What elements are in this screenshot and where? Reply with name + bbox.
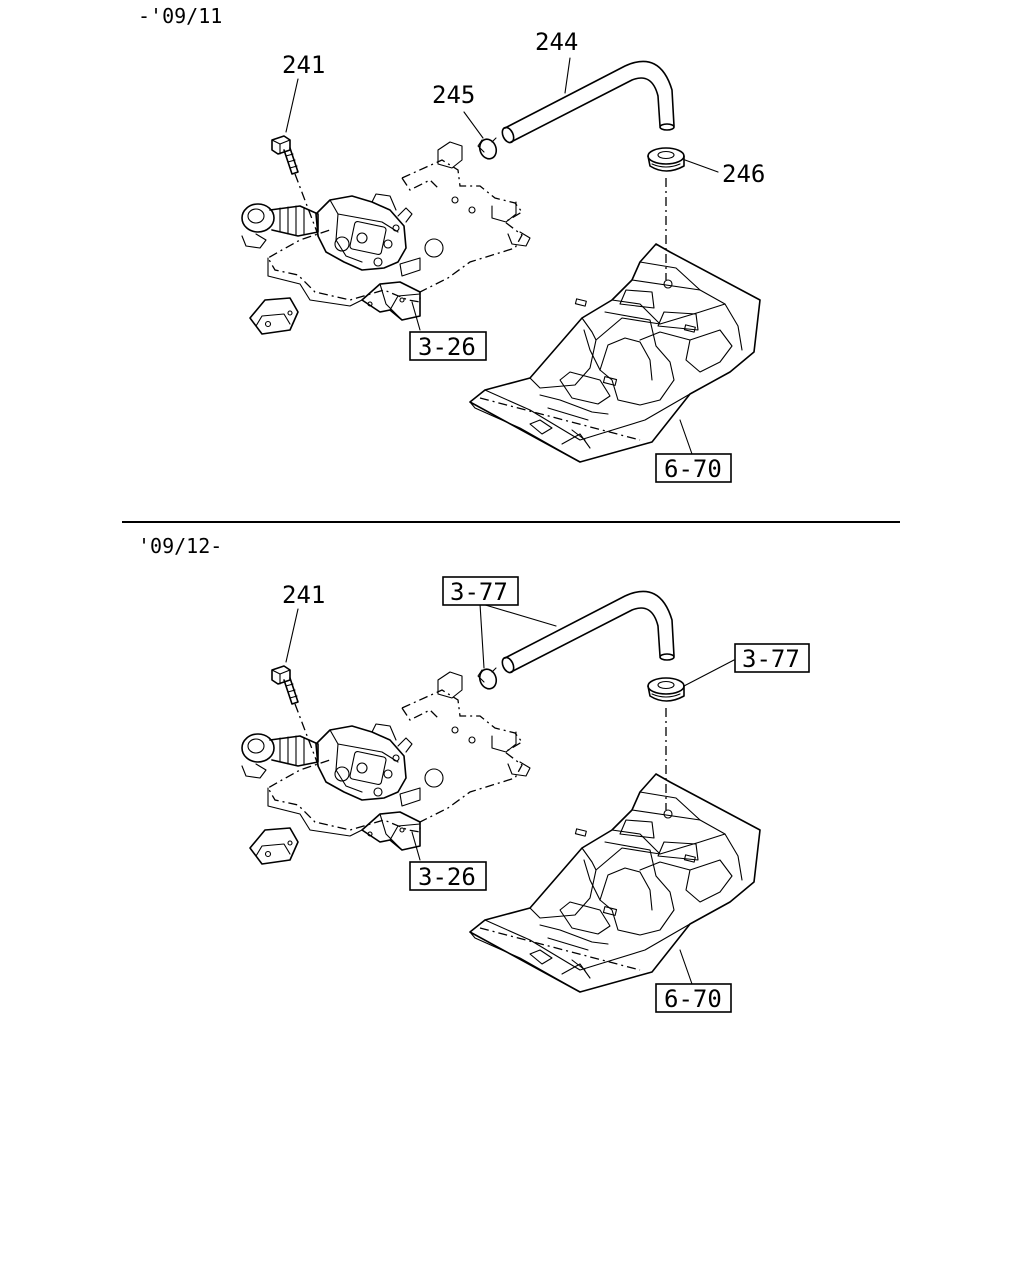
leader-bracket — [411, 831, 421, 861]
callout-241: 241 — [282, 581, 325, 609]
leader-floor — [679, 949, 693, 985]
ref-box-hose-clamp[interactable] — [442, 576, 519, 606]
leader-hose — [564, 57, 571, 94]
ref-6-70: 6-70 — [664, 455, 722, 483]
floor-panel-drawing — [469, 773, 761, 993]
hose-drawing — [499, 590, 675, 676]
ref-3-77: 3-77 — [742, 645, 800, 673]
floor-panel-drawing — [469, 243, 761, 463]
hose-drawing — [499, 60, 675, 146]
leader-bolt — [285, 78, 299, 133]
callout-241: 241 — [282, 51, 325, 79]
period-label: '09/12- — [138, 534, 222, 558]
leader-grommet — [683, 659, 735, 687]
leader-clamp — [463, 111, 484, 139]
leader-bolt — [285, 608, 299, 663]
section-lower: '09/12- 241 3-77 3-77 3-26 6-70 — [138, 534, 810, 1013]
ref-box-floor[interactable] — [655, 453, 732, 483]
callout-244: 244 — [535, 28, 578, 56]
pump-assembly-drawing — [241, 135, 531, 335]
grommet-drawing — [647, 677, 685, 702]
ref-box-floor[interactable] — [655, 983, 732, 1013]
ref-box-bracket[interactable] — [409, 861, 487, 891]
leader-clamp — [479, 603, 485, 669]
leader-floor — [679, 419, 693, 455]
ref-box-bracket[interactable] — [409, 331, 487, 361]
ref-3-77: 3-77 — [450, 578, 508, 606]
leader-bracket — [411, 301, 421, 331]
clamp-drawing — [476, 666, 500, 692]
callout-245: 245 — [432, 81, 475, 109]
ref-box-grommet[interactable] — [734, 643, 810, 673]
ref-3-26: 3-26 — [418, 863, 476, 891]
clamp-drawing — [476, 136, 500, 162]
leader-hose — [481, 603, 557, 627]
period-label: -'09/11 — [138, 4, 222, 28]
ref-6-70: 6-70 — [664, 985, 722, 1013]
leader-grommet — [684, 159, 719, 173]
pump-assembly-drawing — [241, 665, 531, 865]
callout-246: 246 — [722, 160, 765, 188]
grommet-drawing — [647, 147, 685, 172]
section-upper: -'09/11 241 245 244 246 3-26 6-70 — [138, 4, 765, 483]
ref-3-26: 3-26 — [418, 333, 476, 361]
